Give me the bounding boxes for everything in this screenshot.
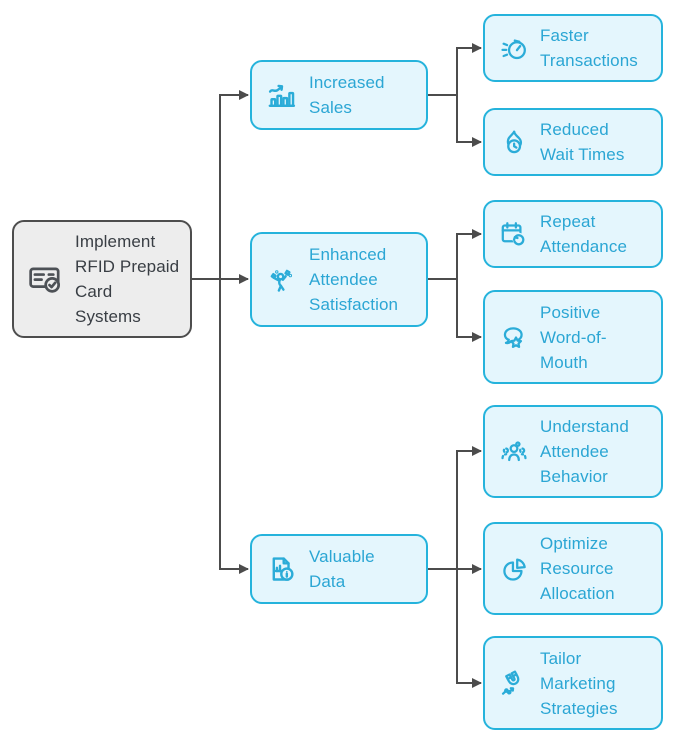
child-node-faster-transactions: Faster Transactions: [483, 14, 663, 82]
child-node-repeat-attendance: Repeat Attendance: [483, 200, 663, 268]
node-label: Understand Attendee Behavior: [540, 417, 629, 486]
calendar-repeat-icon: [498, 218, 530, 250]
node-label: Valuable Data: [309, 547, 375, 591]
prepaid-card-check-icon: [27, 260, 65, 298]
branch-node-valuable-data: Valuable Data: [250, 534, 428, 604]
burning-time-clock-icon: [498, 126, 530, 158]
node-label: Optimize Resource Allocation: [540, 534, 615, 603]
connector: [456, 569, 482, 688]
branch-node-increased-sales: Increased Sales: [250, 60, 428, 130]
connector: [456, 446, 482, 569]
connector: [456, 95, 482, 147]
child-node-tailor-marketing-strategies: Tailor Marketing Strategies: [483, 636, 663, 730]
magnet-chart-icon: [498, 667, 530, 699]
node-label: Reduced Wait Times: [540, 120, 625, 164]
attendee-group-icon: [498, 436, 530, 468]
connector: [219, 279, 249, 574]
celebrating-person-icon: [265, 263, 299, 297]
pie-chart-icon: [498, 553, 530, 585]
node-label: Tailor Marketing Strategies: [540, 648, 618, 718]
node-label: Faster Transactions: [540, 26, 638, 70]
connector: [456, 229, 482, 279]
node-label: Positive Word-of- Mouth: [540, 302, 607, 372]
child-node-understand-attendee-behavior: Understand Attendee Behavior: [483, 405, 663, 498]
node-label: Implement RFID Prepaid Card Systems: [75, 232, 180, 326]
branch-node-enhanced-attendee-satisfaction: Enhanced Attendee Satisfaction: [250, 232, 428, 327]
node-label: Enhanced Attendee Satisfaction: [309, 245, 399, 314]
child-node-optimize-resource-allocation: Optimize Resource Allocation: [483, 522, 663, 615]
sales-growth-chart-icon: [265, 78, 299, 112]
node-label: Repeat Attendance: [540, 212, 628, 256]
connector: [219, 90, 249, 279]
connector: [456, 43, 482, 95]
root-node-implement-rfid-prepaid-card-systems: Implement RFID Prepaid Card Systems: [12, 220, 192, 338]
data-document-info-icon: [265, 552, 299, 586]
connector: [456, 279, 482, 342]
speed-stopwatch-icon: [498, 32, 530, 64]
child-node-positive-word-of-mouth: Positive Word-of- Mouth: [483, 290, 663, 384]
child-node-reduced-wait-times: Reduced Wait Times: [483, 108, 663, 176]
speech-bubble-star-icon: [498, 321, 530, 353]
node-label: Increased Sales: [309, 73, 385, 117]
